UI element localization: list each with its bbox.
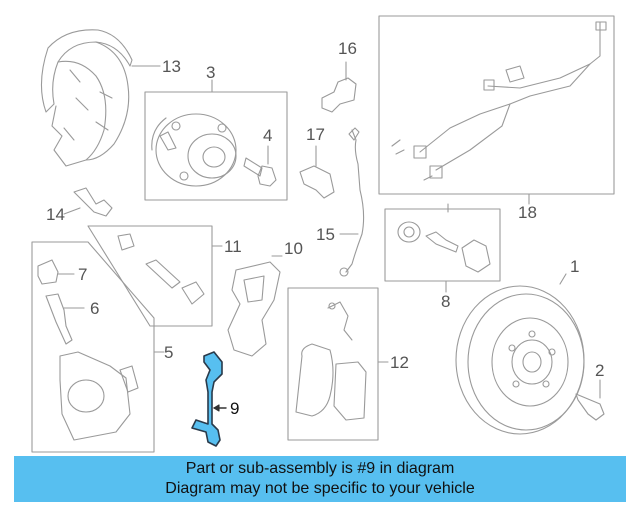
caliper-parts-5 — [37, 259, 139, 441]
bolt-part-4 — [243, 145, 277, 187]
wiring-harness-part-18 — [391, 21, 607, 181]
banner-line-1: Part or sub-assembly is #9 in diagram — [185, 460, 455, 477]
callout-9[interactable]: 9 — [230, 399, 240, 418]
callout-11: 11 — [224, 237, 242, 256]
callout-10: 10 — [284, 239, 303, 258]
callout-17: 17 — [306, 125, 325, 144]
retaining-spring-part-9 — [191, 351, 223, 447]
callout-2: 2 — [595, 361, 605, 380]
brake-hose-part-15 — [339, 127, 365, 277]
bolt-part-2 — [575, 379, 605, 421]
callout-7: 7 — [78, 265, 88, 284]
wiring-box-18 — [378, 15, 615, 195]
caliper-bracket-part-10 — [227, 255, 283, 357]
info-banner: Part or sub-assembly is #9 in diagram Di… — [14, 456, 626, 502]
callout-16: 16 — [338, 39, 357, 58]
callout-6: 6 — [90, 299, 100, 318]
bracket-part-16 — [321, 61, 357, 113]
callout-8: 8 — [441, 292, 451, 311]
guide-box-11 — [87, 225, 213, 327]
brake-rotor-part-1 — [455, 273, 585, 435]
bolt-part-14 — [63, 187, 113, 217]
hub-box-3 — [144, 91, 288, 201]
callout-4: 4 — [263, 126, 273, 145]
callout-5: 5 — [164, 343, 174, 362]
callout-18: 18 — [518, 203, 537, 222]
wheel-hub-part-3 — [151, 113, 237, 187]
pads-box-12 — [287, 287, 379, 441]
callout-3: 3 — [206, 63, 216, 82]
callout-1: 1 — [570, 257, 580, 276]
caliper-box-5 — [31, 241, 155, 453]
bearing-box-8 — [384, 208, 501, 282]
callout-13: 13 — [162, 57, 181, 76]
callout-15: 15 — [316, 225, 335, 244]
brake-pads-part-12 — [295, 301, 367, 421]
banner-line-2: Diagram may not be specific to your vehi… — [165, 480, 475, 497]
callout-14: 14 — [46, 205, 65, 224]
callout-12: 12 — [390, 353, 409, 372]
dust-shield-part-13 — [40, 29, 161, 167]
bearing-parts-8 — [397, 221, 491, 273]
sensor-part-17 — [299, 145, 335, 199]
guide-pins-part-11 — [117, 233, 205, 305]
